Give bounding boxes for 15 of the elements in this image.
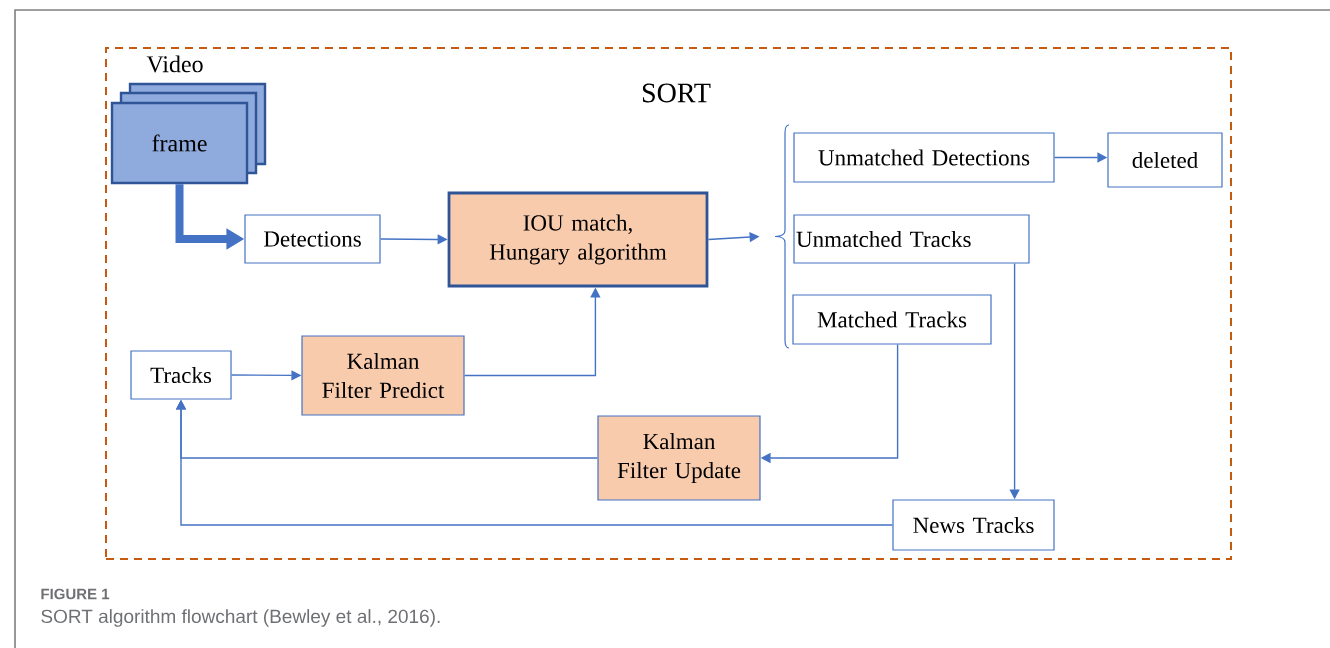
process-box: Tracks bbox=[130, 350, 232, 400]
process-box: Kalman Filter Update bbox=[597, 415, 761, 501]
process-box: Unmatched Tracks bbox=[793, 214, 1030, 264]
process-box: Detections bbox=[244, 214, 381, 264]
process-box: News Tracks bbox=[892, 499, 1055, 551]
process-box: deleted bbox=[1107, 132, 1223, 188]
caption: SORT algorithm flowchart (Bewley et al., 2016). bbox=[41, 609, 440, 627]
process-box: IOU match, Hungary algorithm bbox=[447, 191, 709, 288]
curly-bracket bbox=[774, 124, 790, 349]
video-label: Video bbox=[146, 55, 203, 73]
process-box: Kalman Filter Predict bbox=[301, 335, 465, 416]
process-box: Matched Tracks bbox=[792, 294, 992, 345]
process-box: Unmatched Detections bbox=[793, 132, 1055, 183]
figure-label: FIGURE 1 bbox=[41, 588, 110, 600]
frame-stack: frame bbox=[110, 82, 267, 185]
